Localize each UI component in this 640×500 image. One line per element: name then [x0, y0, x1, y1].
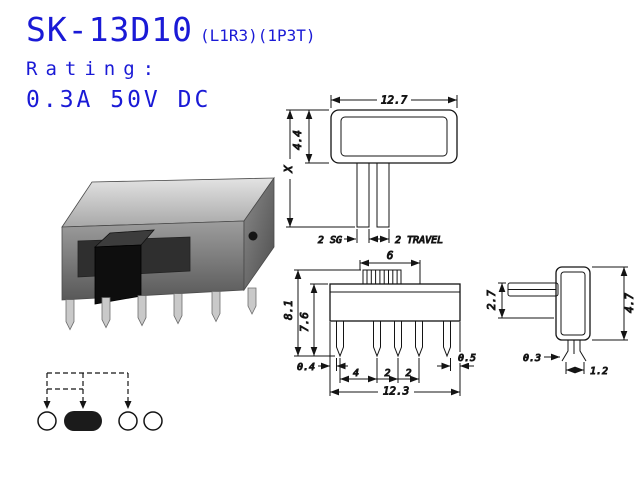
- dim-front-right-margin: 0.5: [458, 353, 476, 364]
- side-view-body: [555, 266, 591, 341]
- dim-side-pin-thickness: 0.3: [523, 353, 541, 364]
- dim-top-body-height: 4.4: [291, 130, 304, 150]
- position-schematic: [37, 372, 163, 431]
- photo-pins: [65, 287, 257, 331]
- photo-top-face: [61, 177, 275, 228]
- dim-front-pitch-a: 4: [353, 368, 359, 379]
- position-1-circle: [37, 411, 57, 431]
- dim-top-width: 12.7: [381, 94, 408, 107]
- front-view-pins: [336, 320, 451, 358]
- front-view-drawing: 6 8.1 7.6 0.4 4: [282, 249, 479, 398]
- photo-knob-front: [94, 244, 142, 305]
- label-stem: 2 SG: [318, 235, 342, 246]
- rating-label: Rating:: [26, 58, 163, 80]
- side-view-pins: [561, 340, 587, 362]
- dim-front-pitch-b: 2: [384, 368, 390, 379]
- dim-front-pitch-c: 2: [405, 368, 411, 379]
- schematic-guides: [46, 372, 129, 401]
- dim-side-depth: 4.7: [623, 293, 636, 313]
- front-view-body: [329, 283, 461, 322]
- dim-side-pin-spread: 1.2: [590, 366, 608, 377]
- model-number: SK-13D10: [26, 10, 193, 49]
- front-view-knob: [362, 269, 402, 285]
- side-view-cover: [560, 271, 586, 336]
- front-view-knob-serrations: [366, 270, 398, 284]
- photo-rivet: [248, 231, 258, 241]
- label-travel: 2 TRAVEL: [395, 235, 443, 246]
- top-view-body: [330, 109, 458, 164]
- top-view-stem-right: [376, 162, 390, 228]
- schematic-arrow-2: [79, 401, 87, 409]
- side-view-drawing: 4.7 2.7 0.3 1.2: [485, 266, 637, 378]
- top-view-cover: [340, 116, 448, 157]
- schematic-arrow-1: [43, 401, 51, 409]
- variant-code: (L1R3)(1P3T): [199, 26, 316, 45]
- dim-front-left-margin: 0.4: [297, 362, 315, 373]
- title-row: SK-13D10 (L1R3)(1P3T): [26, 10, 316, 49]
- rating-value: 0.3A 50V DC: [26, 87, 212, 113]
- dim-front-width-total: 12.3: [383, 385, 410, 398]
- switch-photo: [61, 176, 275, 331]
- schematic-arrow-3: [124, 401, 132, 409]
- position-4-circle: [143, 411, 163, 431]
- dim-side-actuator-height: 2.7: [485, 290, 498, 310]
- dim-front-height-body: 7.6: [298, 312, 311, 332]
- top-view-stem-left: [356, 162, 370, 228]
- position-2-knob: [64, 411, 102, 431]
- dim-top-total-height: X: [282, 164, 295, 173]
- header: SK-13D10 (L1R3)(1P3T) Rating: 0.3A 50V DC: [26, 10, 316, 113]
- top-view-drawing: 12.7 4.4 X 2 SG 2 TRAVEL: [282, 93, 458, 247]
- position-3-circle: [118, 411, 138, 431]
- dim-front-height-total: 8.1: [282, 300, 295, 320]
- photo-side-face: [243, 176, 275, 292]
- dim-front-knob-width: 6: [387, 249, 394, 262]
